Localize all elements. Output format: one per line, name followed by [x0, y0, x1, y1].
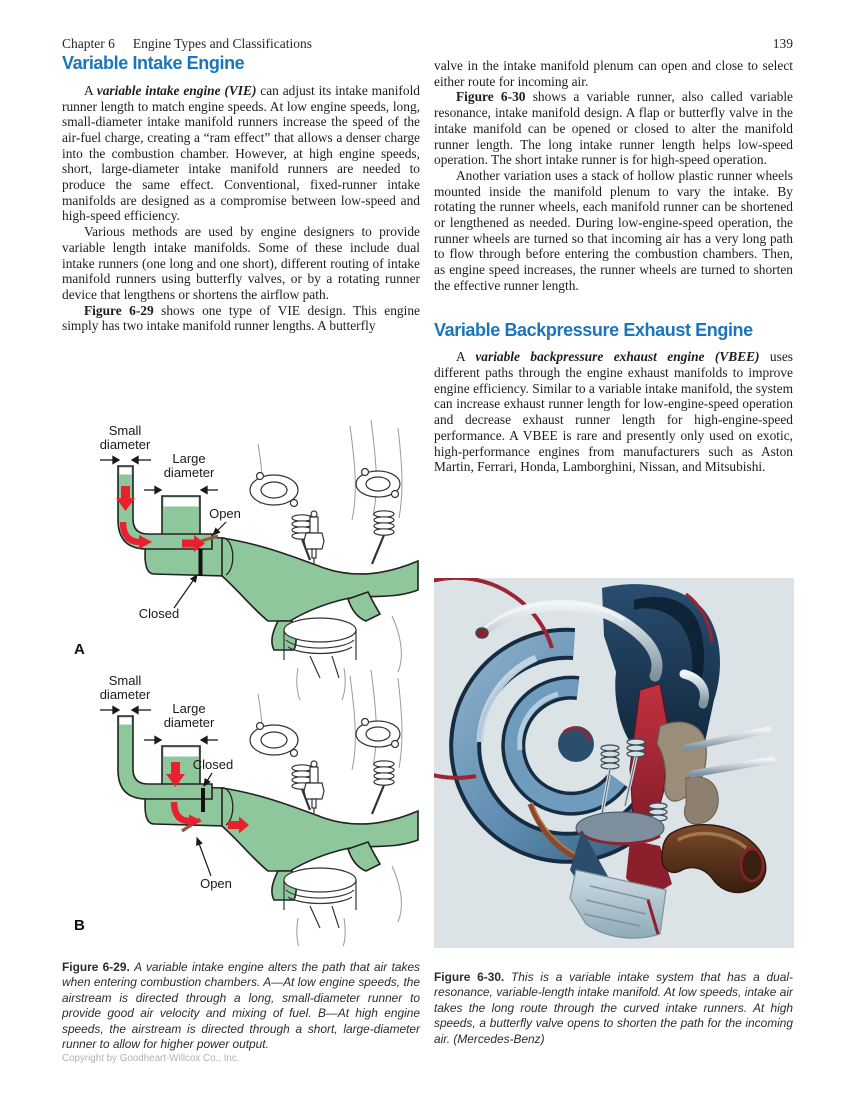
spiral-intake-runners	[434, 578, 661, 864]
right-column: valve in the intake manifold plenum can …	[434, 58, 793, 475]
cam-bracket-lower	[683, 776, 719, 825]
plenum-shadow	[634, 596, 704, 678]
figure-6-30-caption: Figure 6-30. This is a variable intake s…	[434, 969, 794, 1046]
figure-6-29-b: Closed Open B	[74, 668, 420, 952]
figure-6-30-illustration	[434, 578, 794, 948]
exhaust-opening	[739, 847, 765, 883]
closed-pointer	[203, 772, 213, 788]
inner-runner	[504, 679, 625, 813]
open-label: Open	[200, 876, 232, 891]
open-flap	[200, 534, 219, 543]
running-head: Chapter 6 Engine Types and Classificatio…	[62, 36, 793, 52]
silver-pipe-stub	[679, 669, 709, 709]
open-label: Open	[209, 506, 241, 521]
open-pointer	[196, 836, 212, 877]
chapter-label: Chapter 6	[62, 36, 115, 51]
figure-6-29: Small diameter Large diameter	[62, 418, 420, 952]
paragraph: Figure 6-29 shows one type of VIE design…	[62, 302, 420, 334]
exhaust-highlight	[677, 831, 748, 850]
airflow-arrows	[116, 486, 205, 552]
closed-valve	[201, 788, 205, 812]
block-ribs	[583, 885, 651, 927]
left-column: Variable Intake Engine A variable intake…	[62, 53, 420, 334]
paragraph: Various methods are used by engine desig…	[62, 224, 420, 302]
silver-pipe-highlight	[483, 601, 625, 630]
copyright-notice: Copyright by Goodheart-Willcox Co., Inc.	[62, 1053, 240, 1064]
open-pointer	[212, 521, 227, 536]
section-heading-variable-intake-engine: Variable Intake Engine	[62, 53, 245, 73]
pipe-open-end	[475, 627, 489, 639]
page-number: 139	[772, 36, 793, 51]
block-red-cut	[646, 899, 660, 935]
airflow-arrows	[166, 762, 249, 834]
subfigure-letter-b: B	[74, 917, 85, 934]
paragraph: A variable backpressure exhaust engine (…	[434, 349, 793, 475]
rocker-shafts	[682, 726, 776, 778]
plenum-red-rim	[685, 592, 714, 643]
closed-label: Closed	[139, 606, 179, 621]
closed-pointer	[173, 574, 198, 609]
runner-red-rim	[434, 578, 554, 780]
subfigure-letter-a: A	[74, 641, 85, 658]
outer-runner	[453, 631, 658, 860]
paragraph: valve in the intake manifold plenum can …	[434, 58, 793, 89]
chapter-title: Engine Types and Classifications	[132, 36, 313, 51]
figure-6-29-diagram: Small diameter Large diameter	[74, 418, 420, 952]
paragraph: Figure 6-30 shows a variable runner, als…	[434, 89, 793, 168]
paragraph: Another variation uses a stack of hollow…	[434, 167, 793, 293]
gasket-arc-highlight	[531, 801, 579, 856]
runner-highlight	[476, 654, 538, 743]
figure-6-29-a: Open Closed A	[74, 418, 420, 702]
paragraph: A variable intake engine (VIE) can adjus…	[62, 82, 420, 224]
closed-label: Closed	[193, 757, 233, 772]
section-heading-variable-backpressure-exhaust-engine: Variable Backpressure Exhaust Engine	[434, 319, 753, 340]
figure-6-30	[434, 578, 794, 948]
silver-pipe	[476, 599, 663, 682]
closed-valve	[198, 549, 203, 576]
runner-hub	[558, 726, 594, 762]
gasket-arc	[527, 803, 578, 861]
figure-6-29-caption: Figure 6-29. A variable intake engine al…	[62, 959, 420, 1051]
